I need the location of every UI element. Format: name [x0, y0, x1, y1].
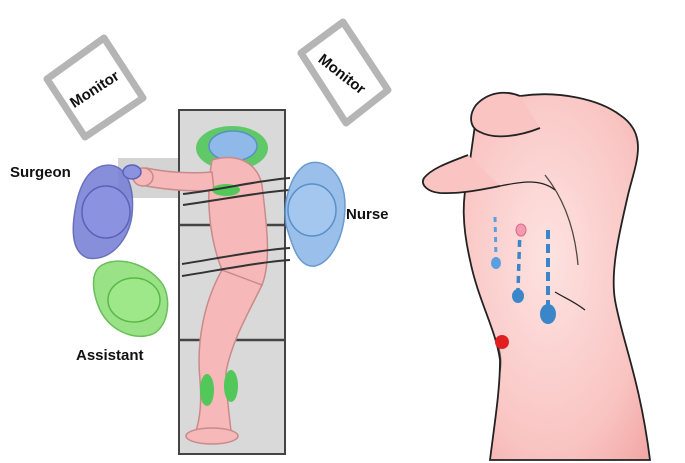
- person-topdown-icon: [284, 161, 346, 267]
- surgeon: Surgeon: [10, 164, 142, 260]
- leg-pad: [224, 370, 238, 402]
- trocar-port-icon: [491, 257, 501, 269]
- monitor-right: Monitor: [297, 18, 392, 127]
- surgeon-label: Surgeon: [10, 164, 71, 181]
- table-straps: [181, 177, 291, 277]
- assistant: Assistant: [76, 260, 169, 364]
- nurse: Nurse: [284, 161, 389, 267]
- patient: [132, 126, 269, 445]
- patient-head: [208, 130, 258, 162]
- leg-pad: [200, 374, 214, 406]
- assistant-label: Assistant: [76, 347, 144, 364]
- patient-torso-view: [422, 91, 652, 461]
- monitor-icon: [43, 34, 147, 141]
- trocar-port-icon: [540, 304, 556, 324]
- nurse-label: Nurse: [346, 206, 389, 223]
- torso-shoulder: [422, 154, 501, 195]
- trocar-port-icon: [512, 289, 524, 303]
- port-entry-mark: [515, 223, 527, 237]
- torso-arm: [470, 91, 541, 138]
- person-topdown-icon: [72, 164, 142, 260]
- person-topdown-icon: [92, 260, 169, 337]
- trocar-ports: [491, 216, 556, 324]
- monitor-left: Monitor: [43, 34, 147, 141]
- patient-feet: [185, 427, 239, 445]
- incision-marker-icon: [495, 335, 509, 349]
- monitor-icon: [297, 18, 392, 127]
- torso-body: [462, 93, 652, 461]
